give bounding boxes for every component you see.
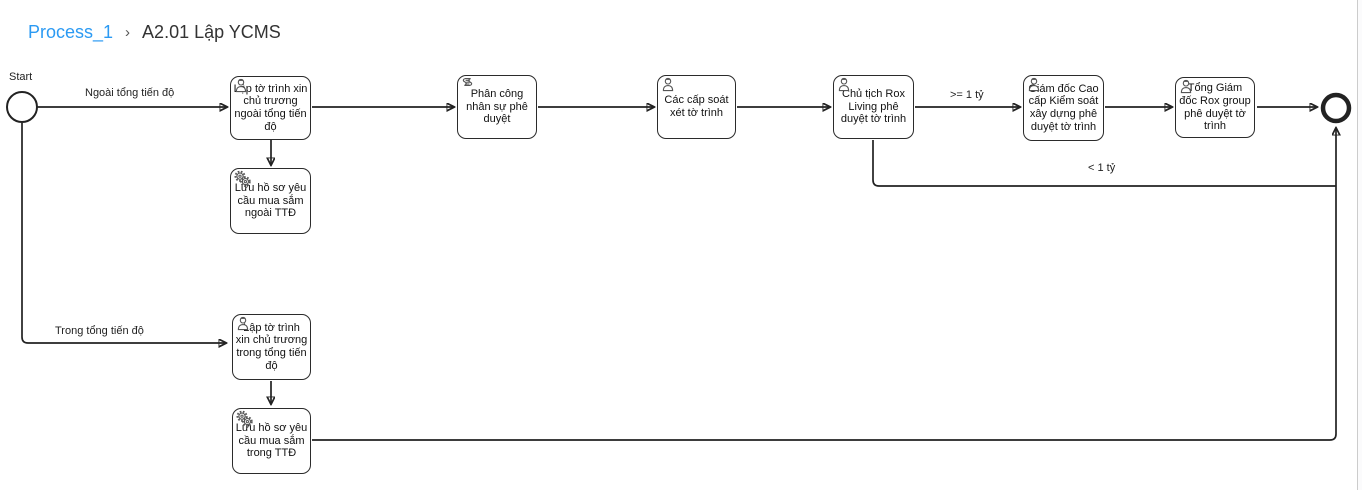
task-phan-cong-nhan-su[interactable]: Phân công nhân sự phê duyệt bbox=[457, 75, 537, 139]
flow-luu-trong-to-end[interactable] bbox=[312, 128, 1336, 441]
user-task-icon bbox=[1178, 79, 1194, 98]
flow-label-trong-tong-tien-do: Trong tổng tiến độ bbox=[55, 325, 144, 337]
service-task-icon bbox=[235, 410, 254, 432]
task-label: Tổng Giám đốc Rox group phê duyệt tờ trì… bbox=[1179, 82, 1251, 133]
user-task-icon bbox=[660, 77, 676, 96]
right-edge-divider bbox=[1357, 0, 1358, 490]
user-task-icon bbox=[836, 77, 852, 96]
task-label: Lập tờ trình xin chủ trương trong tổng t… bbox=[235, 321, 308, 372]
task-chu-tich-rox-living[interactable]: Chủ tịch Rox Living phê duyệt tờ trình bbox=[833, 75, 914, 139]
task-label: Lưu hồ sơ yêu cầu mua sắm ngoài TTĐ bbox=[234, 181, 307, 220]
flow-label-ngoai-tong-tien-do: Ngoài tổng tiến độ bbox=[85, 87, 175, 99]
task-label: Lưu hồ sơ yêu cầu mua sắm trong TTĐ bbox=[235, 421, 308, 460]
user-task-icon bbox=[233, 78, 249, 97]
service-task-icon bbox=[233, 170, 252, 192]
start-event-label: Start bbox=[9, 71, 33, 83]
flow-start-to-lap-trong[interactable] bbox=[21, 123, 226, 343]
user-task-icon bbox=[1026, 77, 1042, 96]
task-tong-giam-doc-rox-group[interactable]: Tổng Giám đốc Rox group phê duyệt tờ trì… bbox=[1175, 77, 1255, 138]
task-luu-ho-so-trong[interactable]: Lưu hồ sơ yêu cầu mua sắm trong TTĐ bbox=[232, 408, 311, 474]
user-task-icon bbox=[235, 316, 251, 335]
flow-label-lt-1-ty: < 1 tỷ bbox=[1088, 162, 1116, 174]
task-luu-ho-so-ngoai[interactable]: Lưu hồ sơ yêu cầu mua sắm ngoài TTĐ bbox=[230, 168, 311, 234]
task-label: Lập tờ trình xin chủ trương ngoài tổng t… bbox=[233, 82, 308, 133]
task-label: Các cấp soát xét tờ trình bbox=[664, 94, 729, 119]
task-label: Phân công nhân sự phê duyệt bbox=[466, 87, 528, 126]
breadcrumb: Process_1 › A2.01 Lập YCMS bbox=[28, 22, 281, 43]
script-task-icon bbox=[460, 77, 475, 96]
breadcrumb-current-title: A2.01 Lập YCMS bbox=[142, 22, 281, 42]
end-event[interactable] bbox=[1320, 92, 1352, 124]
flow-label-gte-1-ty: >= 1 tỷ bbox=[950, 89, 984, 101]
task-lap-to-trinh-trong[interactable]: Lập tờ trình xin chủ trương trong tổng t… bbox=[232, 314, 311, 380]
breadcrumb-process-link[interactable]: Process_1 bbox=[28, 22, 114, 42]
task-giam-doc-kiem-soat[interactable]: Giám đốc Cao cấp Kiểm soát xây dựng phê … bbox=[1023, 75, 1104, 141]
right-edge-strip bbox=[1358, 0, 1362, 490]
task-cac-cap-soat-xet[interactable]: Các cấp soát xét tờ trình bbox=[657, 75, 736, 139]
task-label: Giám đốc Cao cấp Kiểm soát xây dựng phê … bbox=[1028, 82, 1099, 133]
breadcrumb-chevron-icon: › bbox=[125, 24, 131, 41]
task-lap-to-trinh-ngoai[interactable]: Lập tờ trình xin chủ trương ngoài tổng t… bbox=[230, 76, 311, 140]
task-label: Chủ tịch Rox Living phê duyệt tờ trình bbox=[840, 87, 907, 126]
start-event[interactable] bbox=[6, 91, 38, 123]
